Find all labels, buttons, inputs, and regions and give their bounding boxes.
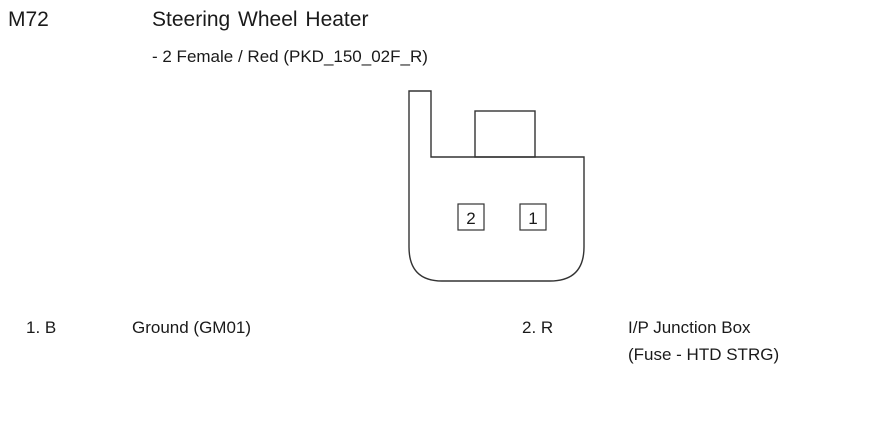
pin-1-description-line1: Ground (GM01) bbox=[132, 318, 252, 337]
terminal-label-1: 1 bbox=[528, 209, 537, 228]
pin-1-number: 1. B bbox=[26, 318, 57, 337]
pin-2-description: I/P Junction Box (Fuse - HTD STRG) bbox=[628, 314, 779, 368]
terminal-box-1 bbox=[519, 203, 547, 231]
connector-latch bbox=[474, 110, 536, 158]
connector-diagram: 2 1 bbox=[408, 90, 585, 282]
terminal-label-2: 2 bbox=[466, 209, 475, 228]
pin-2-description-line1: I/P Junction Box bbox=[628, 318, 751, 337]
pin-2-number: 2. R bbox=[522, 318, 554, 337]
pin-1-description: Ground (GM01) bbox=[132, 314, 251, 341]
connector-code: M72 bbox=[8, 8, 49, 31]
connector-title: Steering Wheel Heater bbox=[152, 8, 369, 31]
connector-body-outline bbox=[408, 90, 585, 282]
terminal-box-2 bbox=[457, 203, 485, 231]
connector-spec: - 2 Female / Red (PKD_150_02F_R) bbox=[152, 47, 428, 66]
pin-2-description-line2: (Fuse - HTD STRG) bbox=[628, 345, 780, 364]
